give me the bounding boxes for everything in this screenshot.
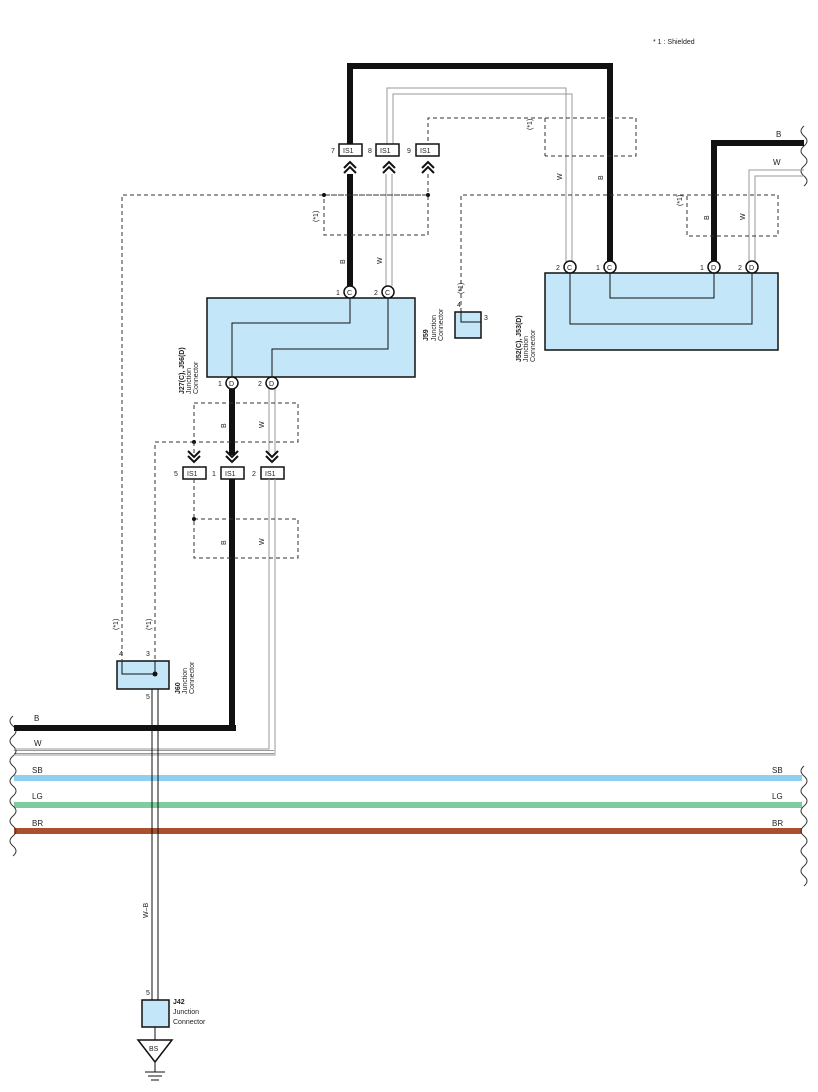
- top-wires: [347, 63, 804, 312]
- is1-label-8: IS1: [380, 148, 391, 155]
- junction-box-j60: [116, 660, 170, 1000]
- shield-tag-left-1: (*1): [113, 619, 120, 630]
- j27-pin-2-top: 2: [374, 290, 378, 297]
- junction-box-j52: [544, 260, 779, 351]
- shield-tag-left-2: (*1): [146, 619, 153, 630]
- shield-tag-top: (*1): [527, 119, 534, 130]
- wire-label-b-top: B: [598, 175, 605, 180]
- is1-label-5: IS1: [187, 471, 198, 478]
- j27-pin-1-bottom: 1: [218, 381, 222, 388]
- is1-top-connectors: [338, 143, 440, 174]
- j59-pin-4: 4: [457, 302, 461, 309]
- j59-pin-3: 3: [484, 315, 488, 322]
- j59-id: J59: [423, 329, 430, 341]
- j27-id: J27(C), J56(D): [179, 347, 186, 394]
- bus-label-lg-right: LG: [772, 792, 783, 801]
- is1-label-7: IS1: [343, 148, 354, 155]
- junction-box-j59: [454, 311, 482, 339]
- wire-label-b-right-v: B: [704, 215, 711, 220]
- bus-label-sb-right: SB: [772, 766, 783, 775]
- ground-label: BS: [149, 1046, 159, 1053]
- j52-label-2: Connector: [530, 329, 537, 362]
- j59-label-1: Junction: [431, 315, 438, 341]
- wire-label-w-right: W: [773, 158, 781, 167]
- j52-cavity-c-1: C: [607, 265, 612, 272]
- j27-label-2: Connector: [193, 361, 200, 394]
- j42-label-2: Connector: [173, 1019, 206, 1026]
- wire-label-b-low1: B: [221, 423, 228, 428]
- pin-8-label: 8: [368, 148, 372, 155]
- bus-label-w: W: [34, 739, 42, 748]
- j52-pin-2d: 2: [738, 265, 742, 272]
- wires-j27-to-is1-lower: [154, 389, 299, 660]
- wire-label-b-low2: B: [221, 540, 228, 545]
- wire-label-b-right: B: [776, 130, 781, 139]
- wire-label-w-top: W: [557, 173, 564, 180]
- is1-label-1: IS1: [225, 471, 236, 478]
- j42-label-1: Junction: [173, 1009, 199, 1016]
- is1-label-2: IS1: [265, 471, 276, 478]
- j60-label-2: Connector: [189, 661, 196, 694]
- pin-9-label: 9: [407, 148, 411, 155]
- j52-pin-1c: 1: [596, 265, 600, 272]
- pin-7-label: 7: [331, 148, 335, 155]
- j52-pin-2c: 2: [556, 265, 560, 272]
- junction-box-j27: [206, 285, 416, 390]
- is1-label-9: IS1: [420, 148, 431, 155]
- cavity-c-1: C: [347, 290, 352, 297]
- j52-cavity-d-1: D: [711, 265, 716, 272]
- left-continuation-mark: [9, 715, 17, 857]
- shield-tag-j59: (*1): [458, 283, 465, 294]
- cavity-d-1: D: [229, 381, 234, 388]
- bus-wires: [9, 125, 808, 887]
- pin-5-label: 5: [174, 471, 178, 478]
- wire-label-w-mid: W: [377, 257, 384, 264]
- junction-box-j42: [141, 999, 170, 1040]
- j60-pin-4: 4: [119, 651, 123, 658]
- j60-label-1: Junction: [182, 668, 189, 694]
- pin-1-label: 1: [212, 471, 216, 478]
- wires-is1-lower-to-bus: [14, 479, 299, 756]
- cavity-d-2: D: [269, 381, 274, 388]
- ground-symbol-icon: [136, 1039, 174, 1081]
- j60-pin-5: 5: [146, 694, 150, 701]
- wire-label-w-b: W–B: [143, 903, 150, 919]
- cavity-c-2: C: [385, 290, 390, 297]
- shield-tag-mid: (*1): [313, 211, 320, 222]
- j52-label-1: Junction: [523, 336, 530, 362]
- j27-pin-1-top: 1: [336, 290, 340, 297]
- wire-label-w-low1: W: [259, 421, 266, 428]
- j42-pin-5: 5: [146, 990, 150, 997]
- bus-label-br: BR: [32, 819, 43, 828]
- wire-label-b-mid: B: [340, 259, 347, 264]
- shielded-legend: * 1 : Shielded: [653, 39, 695, 46]
- j27-pin-2-bottom: 2: [258, 381, 262, 388]
- j52-cavity-c-2: C: [567, 265, 572, 272]
- j42-id: J42: [173, 999, 185, 1006]
- top-right-continuation-mark: [800, 125, 808, 187]
- wires-is1-to-j27: [121, 174, 430, 660]
- j27-label-1: Junction: [186, 368, 193, 394]
- j52-pin-1d: 1: [700, 265, 704, 272]
- j59-label-2: Connector: [438, 308, 445, 341]
- j52-cavity-d-2: D: [749, 265, 754, 272]
- right-continuation-mark: [800, 765, 808, 887]
- bus-label-sb: SB: [32, 766, 43, 775]
- wire-label-w-right-v: W: [740, 213, 747, 220]
- bus-label-lg: LG: [32, 792, 43, 801]
- pin-2-label: 2: [252, 471, 256, 478]
- j60-pin-3: 3: [146, 651, 150, 658]
- j52-id: J52(C), J53(D): [516, 315, 523, 362]
- j60-id: J60: [175, 682, 182, 694]
- bus-label-b: B: [34, 714, 39, 723]
- shield-tag-right: (*1): [677, 195, 684, 206]
- bus-label-br-right: BR: [772, 819, 783, 828]
- wire-label-w-low2: W: [259, 538, 266, 545]
